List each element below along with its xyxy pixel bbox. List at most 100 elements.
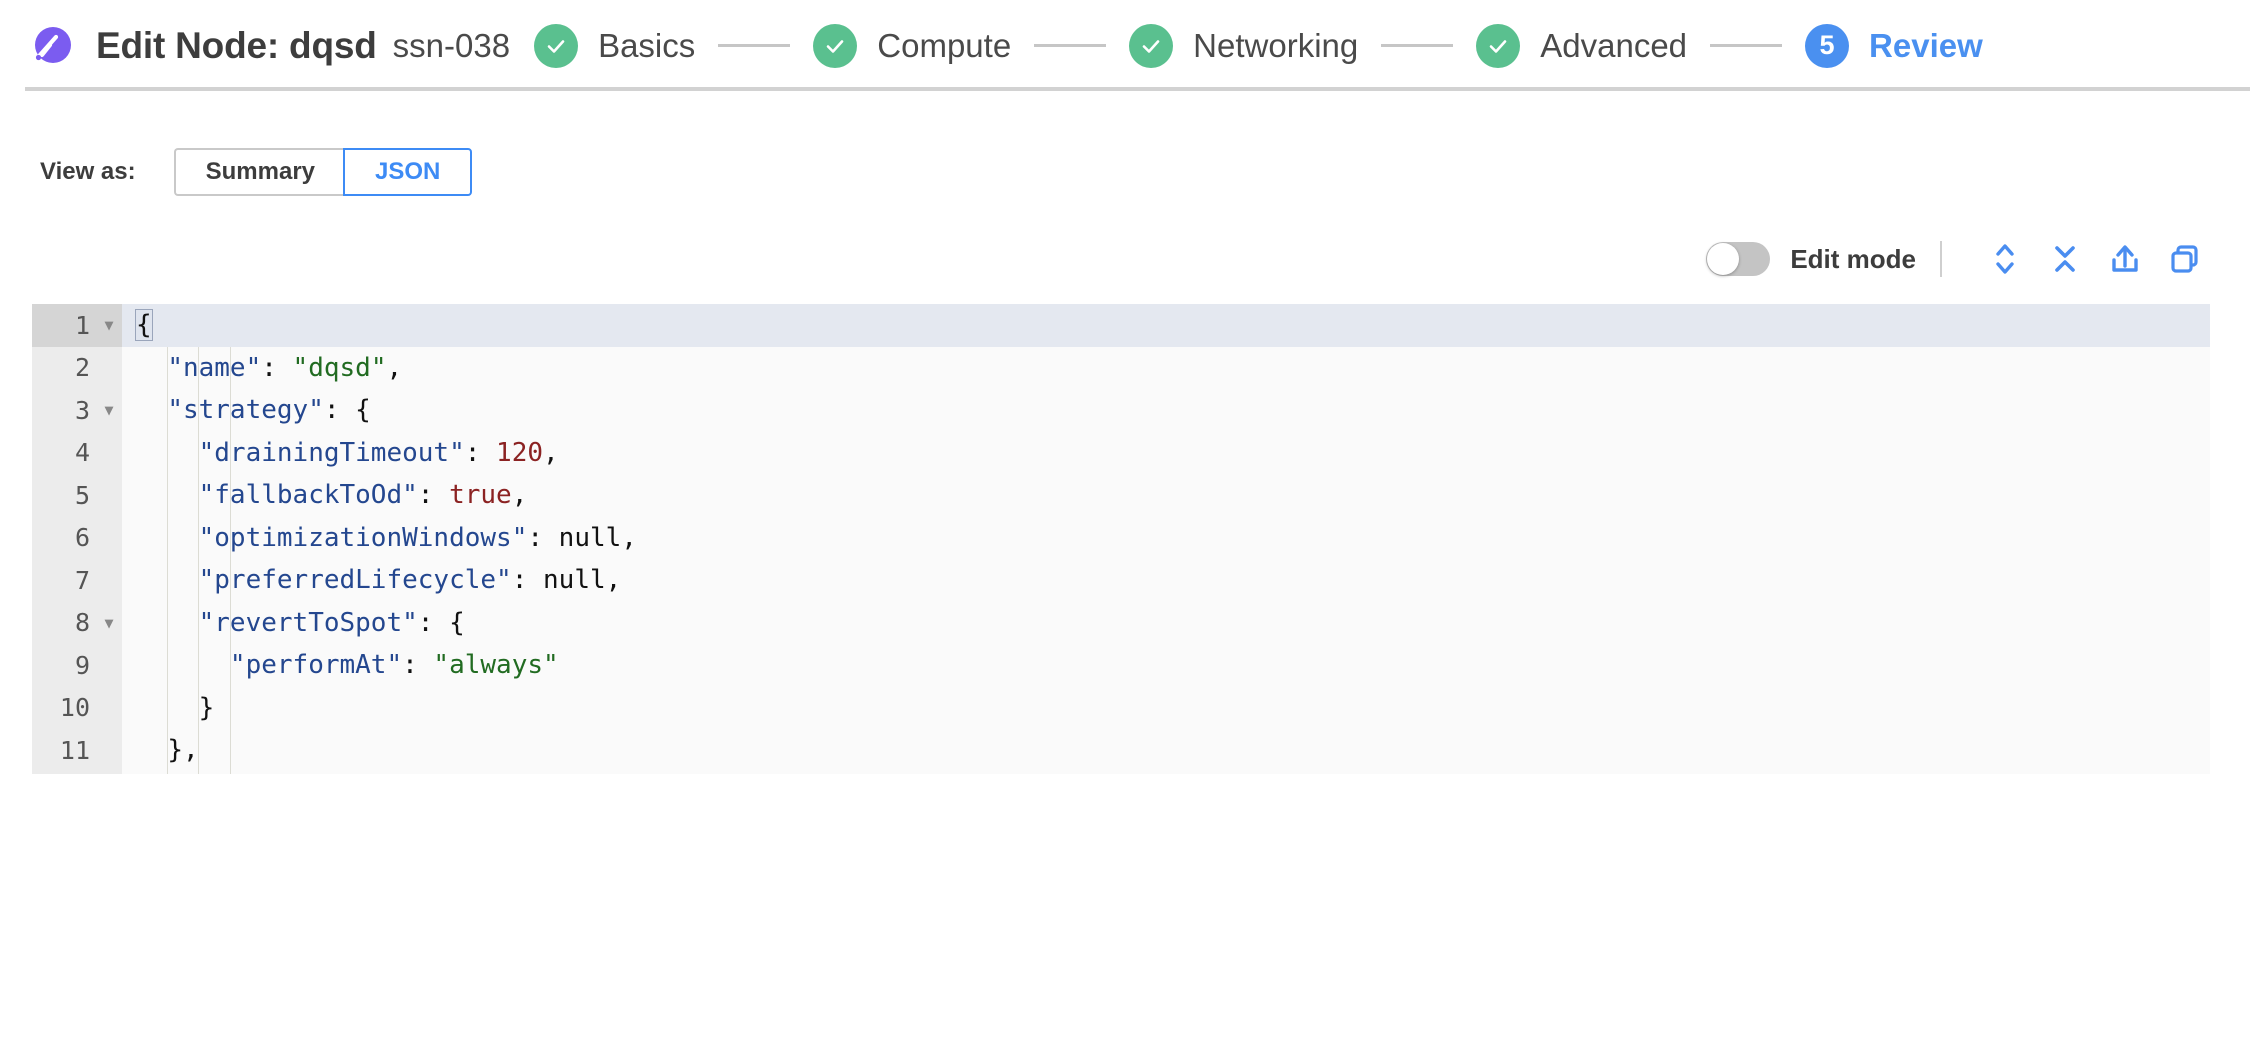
- code-line[interactable]: 10 }: [32, 686, 2210, 730]
- gutter-cell: 2: [32, 346, 122, 389]
- code-token: : {: [323, 395, 371, 425]
- expand-all-icon[interactable]: [1984, 238, 2026, 280]
- code-token: ,: [386, 352, 403, 383]
- fold-spacer: [96, 516, 122, 559]
- code-token: null: [543, 565, 606, 595]
- fold-toggle-icon[interactable]: ▼: [96, 304, 122, 347]
- code-token: :: [464, 437, 497, 468]
- page-subtitle: ssn-038: [392, 26, 511, 64]
- editor-toolbar: Edit mode: [0, 236, 2206, 282]
- view-as-label: View as:: [40, 158, 136, 185]
- code-token: null: [558, 522, 622, 553]
- view-as-summary-button[interactable]: Summary: [173, 148, 346, 196]
- code-text: },: [122, 729, 2210, 772]
- code-token: "strategy": [167, 395, 324, 425]
- line-number: 10: [32, 686, 96, 729]
- indent-guide: [198, 304, 200, 774]
- edit-mode-toggle[interactable]: [1706, 242, 1771, 276]
- step-label-basics: Basics: [598, 26, 696, 64]
- code-token: "drainingTimeout": [198, 437, 465, 468]
- view-as-segmented-control[interactable]: Summary JSON: [173, 148, 473, 196]
- code-line[interactable]: 6 "optimizationWindows": null,: [32, 516, 2210, 559]
- fold-toggle-icon[interactable]: ▼: [96, 601, 122, 644]
- code-token: "name": [167, 352, 262, 383]
- code-token: :: [417, 480, 450, 510]
- check-icon: [547, 39, 565, 53]
- step-label-advanced: Advanced: [1540, 26, 1688, 64]
- code-token: ,: [543, 437, 559, 468]
- code-line[interactable]: 7 "preferredLifecycle": null,: [32, 559, 2210, 602]
- code-text: }: [122, 687, 2210, 730]
- line-number: 1: [32, 304, 96, 347]
- fold-toggle-icon[interactable]: ▼: [96, 389, 122, 432]
- page-header: Edit Node: dqsd ssn-038 Basics Compute: [0, 0, 2250, 91]
- step-badge-advanced: [1476, 23, 1521, 68]
- wizard-step-networking[interactable]: Networking: [1129, 23, 1359, 68]
- json-code-editor[interactable]: 1▼{2 "name": "dqsd",3▼ "strategy": {4 "d…: [32, 304, 2210, 774]
- step-label-networking: Networking: [1193, 26, 1359, 64]
- code-token: "fallbackToOd": [198, 480, 418, 510]
- code-text: "name": "dqsd",: [122, 347, 2210, 390]
- code-token: "performAt": [229, 650, 403, 680]
- step-label-compute: Compute: [877, 26, 1012, 64]
- code-line[interactable]: 5 "fallbackToOd": true,: [32, 474, 2210, 517]
- code-token: 120: [496, 437, 544, 468]
- code-token: ,: [621, 522, 637, 553]
- code-line[interactable]: 1▼ {: [32, 304, 2210, 347]
- code-line[interactable]: 2 "name": "dqsd",: [32, 346, 2210, 390]
- code-token: : {: [417, 607, 465, 638]
- code-token: ,: [605, 565, 622, 595]
- wizard-step-advanced[interactable]: Advanced: [1476, 23, 1688, 68]
- collapse-all-icon[interactable]: [2044, 238, 2086, 280]
- spot-logo-icon: [28, 23, 74, 69]
- indent-guide: [229, 304, 231, 774]
- view-as-json-button[interactable]: JSON: [343, 148, 473, 196]
- step-badge-compute: [813, 23, 858, 68]
- indent-guide: [167, 304, 169, 774]
- line-number: 6: [32, 516, 96, 559]
- code-line[interactable]: 3▼ "strategy": {: [32, 389, 2210, 432]
- code-token: :: [261, 352, 293, 383]
- gutter-cell: 1▼: [32, 304, 122, 347]
- check-icon: [826, 39, 844, 53]
- export-icon[interactable]: [2104, 238, 2146, 280]
- wizard-step-basics[interactable]: Basics: [534, 23, 696, 68]
- gutter-cell: 10: [32, 686, 122, 729]
- header-divider: [25, 87, 2250, 91]
- code-token: :: [511, 565, 544, 595]
- code-text: "revertToSpot": {: [122, 602, 2210, 645]
- code-token: "optimizationWindows": [198, 522, 528, 553]
- code-token: "always": [433, 650, 559, 680]
- code-text: "drainingTimeout": 120,: [122, 432, 2210, 475]
- code-token: }: [198, 692, 215, 723]
- step-number-review: 5: [1819, 30, 1835, 60]
- check-icon: [1142, 39, 1160, 53]
- code-token: :: [527, 522, 559, 553]
- code-token: true: [449, 480, 512, 510]
- wizard-step-compute[interactable]: Compute: [813, 23, 1012, 68]
- code-text: "fallbackToOd": true,: [122, 474, 2210, 517]
- code-text: "strategy": {: [122, 389, 2210, 432]
- step-connector-2: [1034, 44, 1107, 47]
- line-number: 9: [32, 644, 96, 687]
- fold-toggle-icon[interactable]: ▼: [96, 771, 122, 774]
- code-line[interactable]: 12▼ "compute": {: [32, 771, 2210, 775]
- code-line[interactable]: 11 },: [32, 729, 2210, 772]
- page-title: Edit Node: dqsd: [96, 24, 377, 66]
- code-line[interactable]: 9 "performAt": "always": [32, 644, 2210, 687]
- step-badge-basics: [534, 23, 579, 68]
- fold-spacer: [96, 644, 122, 687]
- fold-spacer: [96, 431, 122, 474]
- line-number: 11: [32, 729, 96, 772]
- matching-bracket: {: [135, 309, 153, 341]
- code-line[interactable]: 4 "drainingTimeout": 120,: [32, 431, 2210, 475]
- gutter-cell: 3▼: [32, 389, 122, 432]
- fold-spacer: [96, 559, 122, 602]
- copy-icon[interactable]: [2164, 238, 2206, 280]
- step-connector-4: [1710, 44, 1783, 47]
- gutter-cell: 6: [32, 516, 122, 559]
- code-text: "compute": {: [122, 772, 2210, 775]
- code-line[interactable]: 8▼ "revertToSpot": {: [32, 601, 2210, 645]
- wizard-step-review[interactable]: 5 Review: [1805, 23, 1983, 68]
- edit-mode-label: Edit mode: [1790, 243, 1916, 274]
